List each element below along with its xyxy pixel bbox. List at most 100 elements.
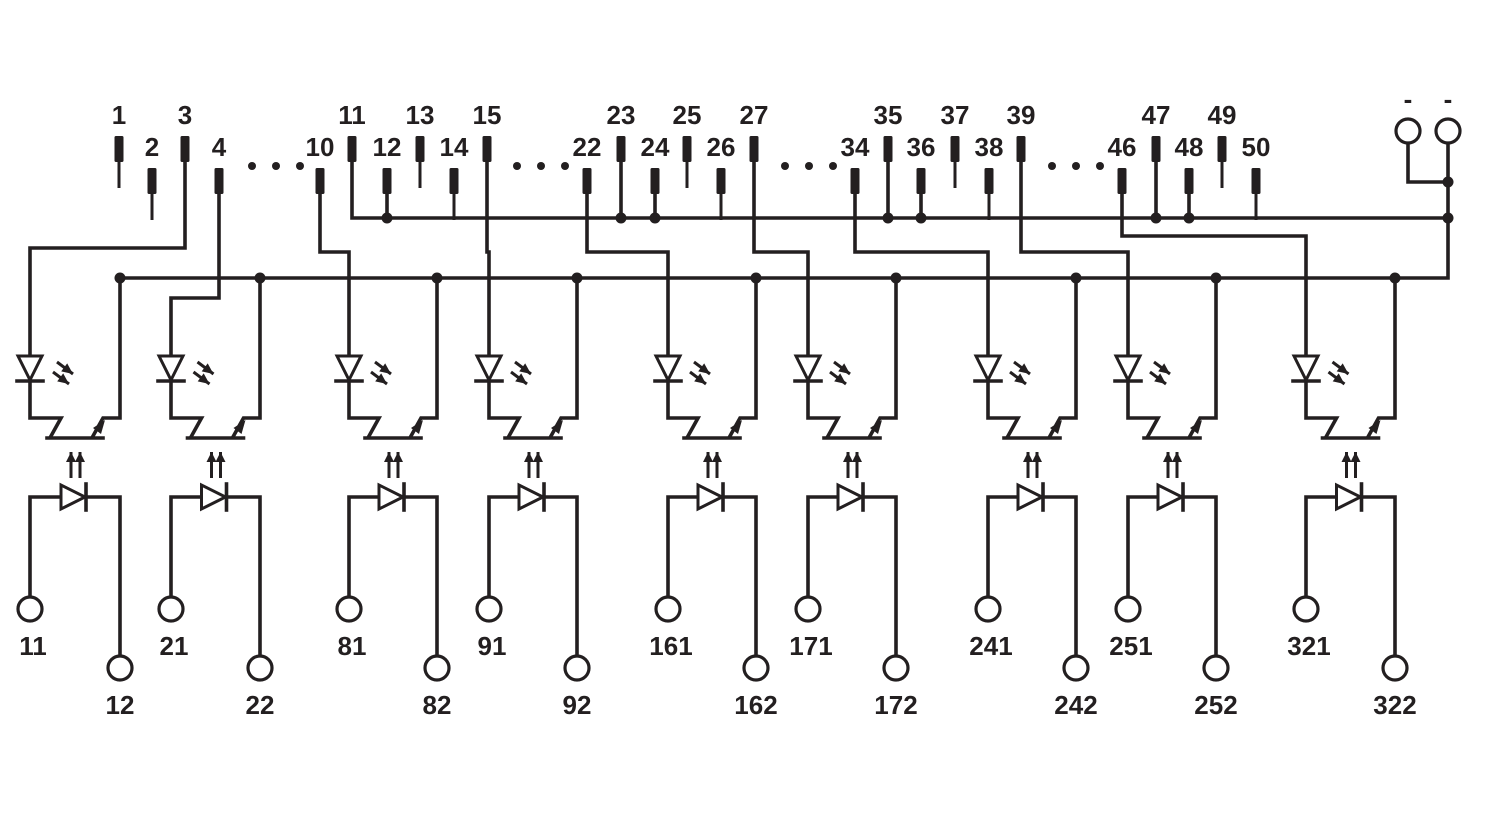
pin-36 <box>916 168 926 194</box>
pin-25 <box>682 136 692 162</box>
light-arrow-head <box>1332 373 1345 384</box>
input-terminal-b <box>563 654 591 682</box>
collector-wire <box>1126 379 1162 439</box>
input-terminal-a <box>16 595 44 623</box>
pin-1 <box>114 136 124 162</box>
pin-47 <box>1151 136 1161 162</box>
terminal-label-a: 81 <box>338 631 367 661</box>
light-arrow-head <box>1172 452 1182 462</box>
input-wire-b <box>224 495 262 658</box>
input-led-icon <box>1156 482 1186 512</box>
junction-dot <box>254 272 266 284</box>
pin-24 <box>650 168 660 194</box>
emitter-wire <box>90 276 122 439</box>
collector-wire <box>487 379 523 439</box>
terminal-label-a: 251 <box>1109 631 1152 661</box>
terminal-label-a: 11 <box>19 631 47 661</box>
pin-26 <box>716 168 726 194</box>
input-terminal-b <box>1062 654 1090 682</box>
input-wire-a <box>169 495 204 599</box>
pin-label: 47 <box>1142 100 1171 130</box>
signal-wire <box>752 160 810 358</box>
minus-rail-down <box>1393 141 1450 280</box>
pin-15 <box>482 136 492 162</box>
terminal-label-b: 252 <box>1194 690 1237 720</box>
pin-13 <box>415 136 425 162</box>
output-led-icon <box>334 354 364 384</box>
terminal-label-a: 21 <box>160 631 189 661</box>
signal-wire <box>28 160 187 358</box>
input-wire-a <box>487 495 521 599</box>
input-terminal-a <box>794 595 822 623</box>
signal-wire <box>1019 160 1130 358</box>
pin-label: 23 <box>607 100 636 130</box>
light-arrow-head <box>1158 363 1170 374</box>
input-terminal-a <box>1292 595 1320 623</box>
pin-label: 35 <box>874 100 903 130</box>
junction-dot <box>890 272 902 284</box>
output-led-icon <box>474 354 504 384</box>
light-arrow-head <box>1014 373 1026 384</box>
ellipsis-dot <box>296 162 304 170</box>
pin-46 <box>1117 168 1127 194</box>
input-terminal-b <box>106 654 134 682</box>
junction-dot <box>1442 176 1454 188</box>
input-wire-b <box>542 495 579 658</box>
light-arrow-head <box>533 452 543 462</box>
input-led-icon <box>1016 482 1046 512</box>
light-arrow-head <box>524 452 534 462</box>
junction-dot <box>431 272 443 284</box>
emitter-arrow <box>233 420 246 434</box>
collector-wire <box>169 379 205 439</box>
emitter-wire <box>408 276 439 439</box>
light-arrow-head <box>1163 452 1173 462</box>
light-arrow-head <box>1341 452 1352 462</box>
ellipsis-dot <box>272 162 280 170</box>
pin-label: 3 <box>178 100 192 130</box>
minus-terminal <box>1434 117 1462 145</box>
emitter-arrow <box>1368 420 1381 434</box>
input-wire-a <box>347 495 381 599</box>
light-arrow-head <box>197 373 210 384</box>
terminal-label-b: 242 <box>1054 690 1097 720</box>
junction-dot <box>1442 212 1454 224</box>
common-rail-upper <box>350 160 1450 220</box>
pin-34 <box>850 168 860 194</box>
input-wire-a <box>1304 495 1339 599</box>
signal-wire <box>169 192 221 358</box>
ellipsis-dot <box>805 162 813 170</box>
input-wire-b <box>721 495 758 658</box>
terminal-label-b: 92 <box>563 690 592 720</box>
ellipsis-dot <box>1072 162 1080 170</box>
pin-37 <box>950 136 960 162</box>
junction-dot <box>750 272 762 284</box>
input-terminal-a <box>654 595 682 623</box>
pin-14 <box>449 168 459 194</box>
pin-12 <box>382 168 392 194</box>
junction-dot <box>1389 272 1401 284</box>
pin-label: 34 <box>841 132 870 162</box>
pin-35 <box>883 136 893 162</box>
wiring <box>28 141 1454 658</box>
light-arrow-head <box>1350 452 1361 462</box>
light-arrow-head <box>379 363 391 374</box>
terminal-label-b: 12 <box>106 690 135 720</box>
input-terminal-a <box>335 595 363 623</box>
light-arrow-head <box>703 452 713 462</box>
collector-wire <box>806 379 842 439</box>
emitter-wire <box>1187 276 1218 439</box>
input-led-icon <box>836 482 866 512</box>
input-led-icon <box>517 482 547 512</box>
light-arrow-head <box>843 452 853 462</box>
terminal-label-b: 172 <box>874 690 917 720</box>
pin-39 <box>1016 136 1026 162</box>
emitter-wire <box>1047 276 1078 439</box>
light-arrow-head <box>712 452 722 462</box>
emitter-arrow <box>93 420 105 434</box>
collector-wire <box>347 379 383 439</box>
pin-label: 22 <box>573 132 602 162</box>
pin-2 <box>147 168 157 194</box>
pin-48 <box>1184 168 1194 194</box>
light-arrow-head <box>694 373 706 384</box>
